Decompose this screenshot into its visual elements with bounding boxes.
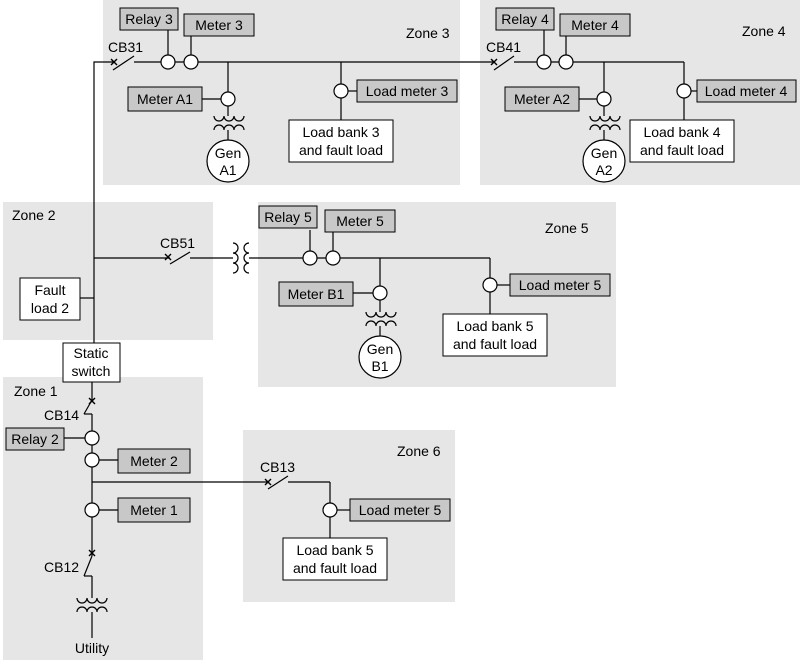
load-meter-4-box: Load meter 4: [696, 79, 797, 103]
load-bank-zone6-box: Load bank 5 and fault load: [282, 537, 388, 581]
cb41-label: CB41: [486, 39, 521, 55]
load-bank-5-box: Load bank 5 and fault load: [442, 313, 548, 357]
meter-3-box: Meter 3: [183, 13, 255, 37]
svg-text:Load bank 4: Load bank 4: [643, 124, 720, 140]
zone-3-label: Zone 3: [406, 25, 450, 41]
meter-5-box: Meter 5: [324, 209, 396, 233]
svg-text:Relay 5: Relay 5: [264, 209, 312, 225]
svg-text:Load meter 4: Load meter 4: [705, 83, 788, 99]
generator-b1: Gen B1: [358, 335, 402, 379]
load-bank-4-box: Load bank 4 and fault load: [629, 119, 735, 163]
load-meter-zone6-box: Load meter 5: [349, 498, 451, 522]
zone-2-label: Zone 2: [12, 207, 56, 223]
meter-1-box: Meter 1: [117, 497, 191, 523]
svg-text:Load bank 3: Load bank 3: [302, 124, 379, 140]
load-bank-3-box: Load bank 3 and fault load: [288, 119, 394, 163]
zone-1-label: Zone 1: [14, 383, 58, 399]
meter-4-box: Meter 4: [559, 13, 631, 37]
svg-text:Meter 5: Meter 5: [336, 213, 384, 229]
breaker-cb41-symbol: [490, 55, 515, 71]
svg-text:Meter A2: Meter A2: [514, 91, 570, 107]
svg-text:Relay 4: Relay 4: [501, 11, 549, 27]
generator-a1: Gen A1: [206, 139, 250, 183]
svg-text:Static: Static: [73, 345, 108, 361]
svg-text:Meter 1: Meter 1: [130, 502, 178, 518]
svg-text:Load bank 5: Load bank 5: [456, 318, 533, 334]
svg-text:Relay 3: Relay 3: [125, 11, 173, 27]
current-transformer-symbols: [84, 54, 692, 518]
zone-6-label: Zone 6: [397, 443, 441, 459]
breaker-cb13-symbol: [264, 475, 289, 490]
svg-text:and fault load: and fault load: [453, 336, 537, 352]
svg-text:and fault load: and fault load: [299, 142, 383, 158]
zone-5-label: Zone 5: [545, 220, 589, 236]
svg-text:Meter 4: Meter 4: [571, 17, 619, 33]
meter-a2-box: Meter A2: [504, 86, 580, 112]
svg-text:Meter 3: Meter 3: [195, 17, 243, 33]
load-meter-3-box: Load meter 3: [356, 79, 458, 103]
breaker-cb31-symbol: [110, 55, 135, 71]
gen-b1-line1: Gen: [367, 341, 393, 357]
cb51-label: CB51: [160, 235, 195, 251]
svg-text:switch: switch: [72, 363, 111, 379]
svg-text:Meter 2: Meter 2: [130, 453, 178, 469]
meter-2-box: Meter 2: [117, 448, 191, 474]
gen-a1-line2: A1: [219, 162, 236, 178]
relay-4-box: Relay 4: [495, 7, 555, 31]
cb31-label: CB31: [108, 39, 143, 55]
breaker-cb12-symbol: [83, 549, 96, 577]
generator-a2: Gen A2: [582, 139, 626, 183]
relay-5-box: Relay 5: [258, 205, 318, 229]
fault-load-2-box: Fault load 2: [19, 277, 81, 321]
gen-b1-line2: B1: [371, 358, 388, 374]
cb14-label: CB14: [44, 407, 79, 423]
svg-text:Load meter 5: Load meter 5: [359, 502, 442, 518]
breaker-cb51-symbol: [164, 251, 191, 265]
svg-text:Load meter 5: Load meter 5: [519, 277, 602, 293]
zone-4-label: Zone 4: [742, 23, 786, 39]
gen-a2-line2: A2: [595, 162, 612, 178]
static-switch-box: Static switch: [62, 342, 121, 383]
meter-b1-box: Meter B1: [278, 281, 354, 307]
svg-text:Fault: Fault: [34, 282, 65, 298]
breaker-cb14-symbol: [83, 397, 96, 415]
utility-label: Utility: [75, 640, 109, 656]
relay-2-box: Relay 2: [5, 427, 65, 451]
svg-text:and fault load: and fault load: [640, 142, 724, 158]
cb13-label: CB13: [260, 459, 295, 475]
transformer-coil-symbols: [76, 115, 621, 613]
svg-text:Meter A1: Meter A1: [137, 91, 193, 107]
gen-a1-line1: Gen: [215, 145, 241, 161]
svg-text:Relay 2: Relay 2: [11, 431, 59, 447]
gen-a2-line1: Gen: [591, 145, 617, 161]
svg-text:Load bank 5: Load bank 5: [296, 542, 373, 558]
cb12-label: CB12: [44, 559, 79, 575]
relay-3-box: Relay 3: [119, 7, 179, 31]
svg-text:Meter B1: Meter B1: [288, 286, 345, 302]
meter-a1-box: Meter A1: [127, 86, 203, 112]
load-meter-5-box: Load meter 5: [509, 273, 611, 297]
svg-text:Load meter 3: Load meter 3: [366, 83, 449, 99]
svg-text:and fault load: and fault load: [293, 560, 377, 576]
svg-text:load 2: load 2: [31, 300, 69, 316]
